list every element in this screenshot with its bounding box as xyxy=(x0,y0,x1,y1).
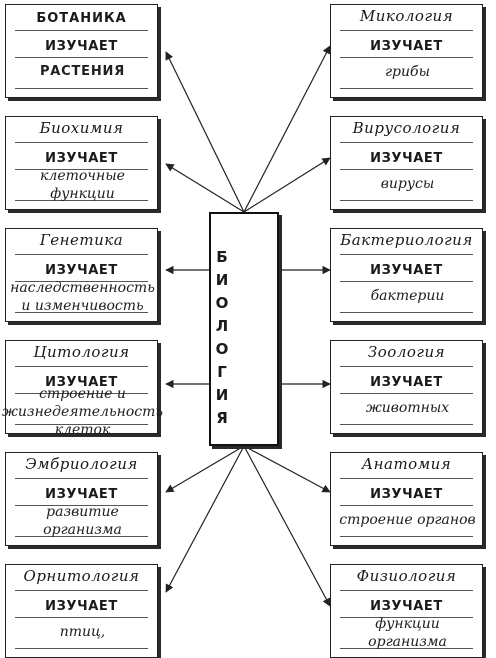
answer-text: птиц, xyxy=(59,624,106,640)
rule-line xyxy=(15,366,148,367)
rule-line xyxy=(15,617,148,618)
science-name: Генетика xyxy=(39,231,124,249)
rule-line xyxy=(340,393,473,394)
rule-line xyxy=(340,57,473,58)
answer-text: животных xyxy=(365,400,450,416)
rule-line xyxy=(15,142,148,143)
left-box-1: БОТАНИКА ИЗУЧАЕТ РАСТЕНИЯ xyxy=(5,4,158,98)
rule-line xyxy=(15,57,148,58)
science-name: Биохимия xyxy=(39,119,124,137)
rule-line xyxy=(15,200,148,201)
rule-line xyxy=(15,30,148,31)
science-name: Физиология xyxy=(356,567,457,585)
rule-line xyxy=(340,312,473,313)
science-name: Зоология xyxy=(367,343,446,361)
science-name: Бактериология xyxy=(340,231,473,249)
answer-text: развитие организма xyxy=(43,504,122,538)
arrow-left-1 xyxy=(165,51,245,213)
verb-label: ИЗУЧАЕТ xyxy=(370,151,443,166)
rule-line xyxy=(340,366,473,367)
rule-line xyxy=(15,478,148,479)
verb-label: ИЗУЧАЕТ xyxy=(45,599,118,614)
rule-line xyxy=(340,254,473,255)
verb-label: ИЗУЧАЕТ xyxy=(45,151,118,166)
rule-line xyxy=(340,617,473,618)
rule-line xyxy=(15,590,148,591)
science-name: Микология xyxy=(359,7,454,25)
arrow-right-2 xyxy=(243,157,331,213)
center-title: БИОЛОГИЯ xyxy=(213,248,231,432)
rule-line xyxy=(340,281,473,282)
rule-line xyxy=(15,88,148,89)
answer-text: РАСТЕНИЯ xyxy=(39,64,126,79)
rule-line xyxy=(15,505,148,506)
rule-line xyxy=(15,648,148,649)
answer-text: строение органов xyxy=(339,512,476,528)
verb-label: ИЗУЧАЕТ xyxy=(370,39,443,54)
center-box: БИОЛОГИЯ xyxy=(209,212,279,446)
answer-text: вирусы xyxy=(380,176,435,192)
answer-text: бактерии xyxy=(370,288,445,304)
rule-line xyxy=(15,424,148,425)
answer-text: строение и жизнедеятельность клеток xyxy=(2,386,163,438)
answer-text: клеточные функции xyxy=(40,168,125,202)
verb-label: ИЗУЧАЕТ xyxy=(45,375,118,390)
answer-text: грибы xyxy=(384,64,430,80)
rule-line xyxy=(340,648,473,649)
verb-label: ИЗУЧАЕТ xyxy=(370,375,443,390)
science-name: БОТАНИКА xyxy=(36,11,127,26)
rule-line xyxy=(340,536,473,537)
rule-line xyxy=(15,254,148,255)
rule-line xyxy=(340,142,473,143)
rule-line xyxy=(340,478,473,479)
rule-line xyxy=(15,169,148,170)
verb-label: ИЗУЧАЕТ xyxy=(370,263,443,278)
science-name: Цитология xyxy=(33,343,130,361)
rule-line xyxy=(15,393,148,394)
rule-line xyxy=(340,590,473,591)
verb-label: ИЗУЧАЕТ xyxy=(45,487,118,502)
science-name: Орнитология xyxy=(23,567,140,585)
rule-line xyxy=(340,200,473,201)
verb-label: ИЗУЧАЕТ xyxy=(45,263,118,278)
science-name: Вирусология xyxy=(352,119,461,137)
science-name: Анатомия xyxy=(361,455,452,473)
verb-label: ИЗУЧАЕТ xyxy=(45,39,118,54)
rule-line xyxy=(340,169,473,170)
rule-line xyxy=(15,312,148,313)
rule-line xyxy=(15,281,148,282)
science-name: Эмбриология xyxy=(25,455,138,473)
rule-line xyxy=(340,30,473,31)
rule-line xyxy=(15,536,148,537)
rule-line xyxy=(340,505,473,506)
arrow-left-5 xyxy=(165,445,245,493)
rule-line xyxy=(340,88,473,89)
arrow-right-1 xyxy=(243,45,331,213)
verb-label: ИЗУЧАЕТ xyxy=(370,599,443,614)
answer-text: наследственность и изменчивость xyxy=(10,280,155,314)
arrow-right-6 xyxy=(243,445,331,607)
answer-text: функции организма xyxy=(368,616,447,650)
arrow-left-2 xyxy=(165,163,245,213)
rule-line xyxy=(340,424,473,425)
verb-label: ИЗУЧАЕТ xyxy=(370,487,443,502)
arrow-right-5 xyxy=(243,445,331,493)
arrow-left-6 xyxy=(165,445,245,593)
